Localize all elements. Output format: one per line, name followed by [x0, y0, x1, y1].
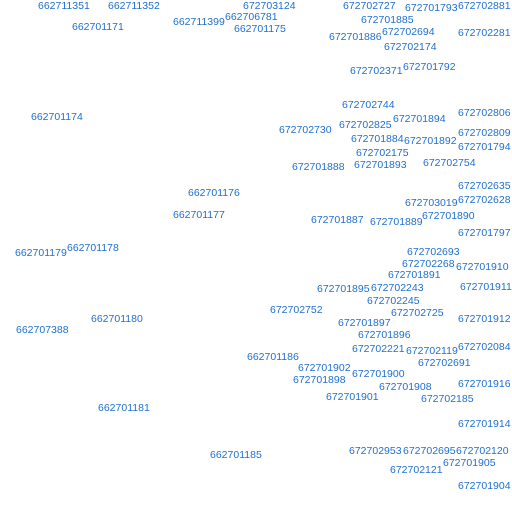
- parcel-label[interactable]: 672701888: [292, 161, 345, 173]
- parcel-label[interactable]: 672702084: [458, 341, 511, 353]
- parcel-label[interactable]: 672702175: [356, 147, 409, 159]
- parcel-label[interactable]: 672701908: [379, 381, 432, 393]
- parcel-label[interactable]: 672702727: [343, 0, 396, 12]
- parcel-label[interactable]: 672702281: [458, 27, 511, 39]
- parcel-label[interactable]: 672701889: [370, 216, 423, 228]
- parcel-label[interactable]: 672701910: [456, 261, 509, 273]
- parcel-label[interactable]: 672701793: [405, 2, 458, 14]
- parcel-label[interactable]: 662711399: [173, 16, 225, 28]
- parcel-label[interactable]: 662701179: [15, 247, 67, 259]
- parcel-label[interactable]: 672701794: [458, 141, 511, 153]
- parcel-label[interactable]: 672701896: [358, 329, 411, 341]
- parcel-label[interactable]: 672702752: [270, 304, 323, 316]
- parcel-label[interactable]: 672702754: [423, 157, 476, 169]
- parcel-label[interactable]: 672701891: [388, 269, 441, 281]
- parcel-label[interactable]: 672701905: [443, 457, 496, 469]
- parcel-label[interactable]: 672702730: [279, 124, 332, 136]
- parcel-label[interactable]: 672701885: [361, 14, 414, 26]
- parcel-label[interactable]: 662701176: [188, 187, 240, 199]
- parcel-label[interactable]: 672702725: [391, 307, 444, 319]
- parcel-label[interactable]: 672702371: [350, 65, 403, 77]
- parcel-label[interactable]: 672702628: [458, 194, 511, 206]
- parcel-label[interactable]: 672702174: [384, 41, 437, 53]
- parcel-label[interactable]: 672702953: [349, 445, 402, 457]
- parcel-label[interactable]: 672702806: [458, 107, 511, 119]
- parcel-label[interactable]: 672702121: [390, 464, 443, 476]
- parcel-label[interactable]: 672701902: [298, 362, 351, 374]
- parcel-label[interactable]: 672701792: [403, 61, 456, 73]
- parcel-label[interactable]: 672701912: [458, 313, 511, 325]
- parcel-label[interactable]: 662701178: [67, 242, 119, 254]
- parcel-label[interactable]: 672702744: [342, 99, 395, 111]
- parcel-label[interactable]: 672701887: [311, 214, 364, 226]
- parcel-label[interactable]: 662701186: [247, 351, 299, 363]
- parcel-label[interactable]: 672701900: [352, 368, 405, 380]
- parcel-label[interactable]: 672702268: [402, 258, 455, 270]
- parcel-label[interactable]: 672701894: [393, 113, 446, 125]
- parcel-label[interactable]: 672703124: [243, 0, 296, 12]
- parcel-label[interactable]: 672701895: [317, 283, 370, 295]
- parcel-label[interactable]: 672702825: [339, 119, 392, 131]
- parcel-label[interactable]: 672701890: [422, 210, 475, 222]
- parcel-label[interactable]: 672701892: [404, 135, 457, 147]
- parcel-label[interactable]: 662701177: [173, 209, 225, 221]
- parcel-label[interactable]: 672702119: [406, 345, 458, 357]
- parcel-label[interactable]: 672702693: [407, 246, 460, 258]
- parcel-label[interactable]: 672701914: [458, 418, 511, 430]
- parcel-label[interactable]: 672702245: [367, 295, 420, 307]
- parcel-label[interactable]: 672702881: [458, 0, 511, 12]
- parcel-label[interactable]: 672702120: [456, 445, 509, 457]
- parcel-label[interactable]: 672702809: [458, 127, 511, 139]
- parcel-label[interactable]: 662706781: [225, 11, 278, 23]
- parcel-label[interactable]: 672701911: [460, 281, 512, 293]
- parcel-label[interactable]: 662711351: [38, 0, 90, 12]
- parcel-label[interactable]: 672702694: [382, 26, 435, 38]
- parcel-label[interactable]: 672702635: [458, 180, 511, 192]
- parcel-label[interactable]: 672702691: [418, 357, 471, 369]
- parcel-label[interactable]: 662707388: [16, 324, 69, 336]
- parcel-label[interactable]: 672701904: [458, 480, 511, 492]
- parcel-label[interactable]: 662701171: [72, 21, 124, 33]
- parcel-label[interactable]: 662711352: [108, 0, 160, 12]
- parcel-label[interactable]: 662701181: [98, 402, 150, 414]
- parcel-label[interactable]: 672701893: [354, 159, 407, 171]
- parcel-label[interactable]: 672702695: [403, 445, 456, 457]
- parcel-label[interactable]: 672701916: [458, 378, 511, 390]
- parcel-label[interactable]: 672701901: [326, 391, 379, 403]
- parcel-label[interactable]: 672702221: [352, 343, 405, 355]
- parcel-label[interactable]: 672701897: [338, 317, 391, 329]
- parcel-label[interactable]: 672701898: [293, 374, 346, 386]
- parcel-label[interactable]: 672701884: [351, 133, 404, 145]
- parcel-label[interactable]: 672703019: [405, 197, 458, 209]
- parcel-label[interactable]: 662701174: [31, 111, 83, 123]
- parcel-label[interactable]: 672701886: [329, 31, 382, 43]
- parcel-label[interactable]: 672701797: [458, 227, 511, 239]
- parcel-label[interactable]: 672702185: [421, 393, 474, 405]
- parcel-label[interactable]: 662701175: [234, 23, 286, 35]
- parcel-label[interactable]: 672702243: [371, 282, 424, 294]
- parcel-label[interactable]: 662701180: [91, 313, 143, 325]
- parcel-label[interactable]: 662701185: [210, 449, 262, 461]
